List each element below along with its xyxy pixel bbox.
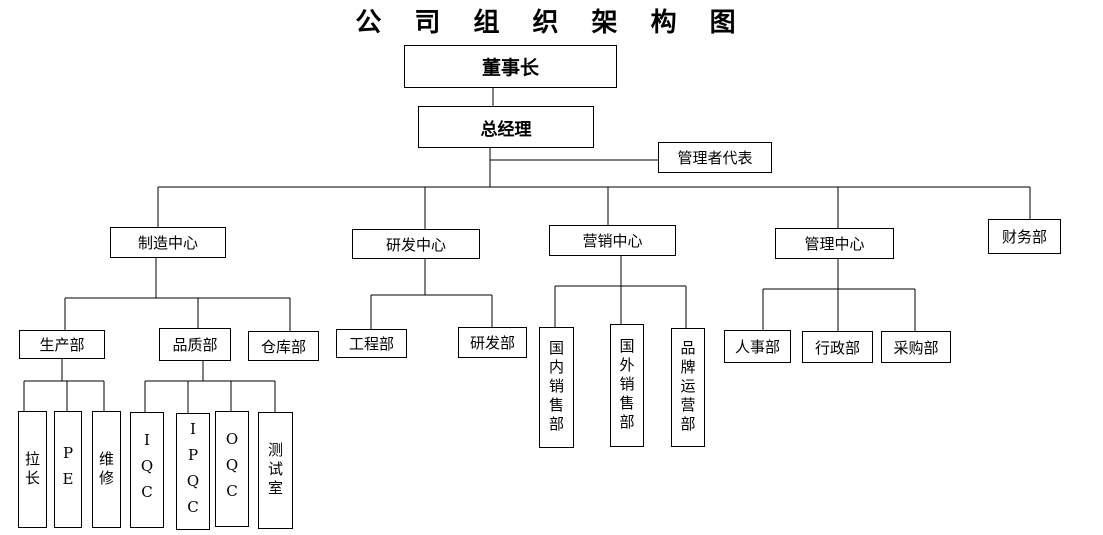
oqc-box: OQC (215, 411, 249, 527)
iqc-label: IQC (138, 431, 156, 509)
brand-operations-dept-box: 品牌运营部 (671, 328, 705, 447)
engineering-dept-box: 工程部 (336, 329, 407, 358)
overseas-sales-dept-box: 国外销售部 (610, 324, 644, 447)
ipqc-box: IPQC (176, 413, 210, 530)
overseas-sales-label: 国外销售部 (617, 338, 636, 433)
brand-operations-label: 品牌运营部 (678, 340, 697, 435)
ipqc-label: IPQC (184, 419, 202, 524)
marketing-center-box: 营销中心 (549, 225, 676, 256)
finance-dept-box: 财务部 (988, 219, 1061, 254)
page-title: 公 司 组 织 架 构 图 (355, 8, 748, 38)
pe-box: PE (54, 411, 82, 528)
domestic-sales-label: 国内销售部 (547, 340, 565, 435)
iqc-box: IQC (130, 412, 164, 528)
general-manager-box: 总经理 (418, 106, 594, 148)
warehouse-dept-box: 仓库部 (248, 331, 319, 361)
rd-center-box: 研发中心 (352, 229, 480, 259)
test-lab-box: 测试室 (258, 412, 293, 529)
pe-label: PE (59, 443, 77, 496)
maintenance-box: 维修 (92, 411, 121, 528)
domestic-sales-dept-box: 国内销售部 (539, 327, 574, 448)
oqc-label: OQC (223, 430, 241, 508)
manufacturing-center-box: 制造中心 (110, 227, 226, 258)
management-representative-box: 管理者代表 (658, 142, 772, 173)
hr-dept-box: 人事部 (724, 330, 791, 363)
admin-dept-box: 行政部 (802, 331, 873, 363)
management-center-box: 管理中心 (775, 228, 894, 259)
chairman-box: 董事长 (404, 45, 617, 88)
maintenance-label: 维修 (97, 450, 115, 489)
purchasing-dept-box: 采购部 (881, 331, 951, 363)
test-lab-label: 测试室 (266, 442, 284, 499)
production-dept-box: 生产部 (19, 330, 105, 359)
line-leader-box: 拉长 (18, 411, 47, 528)
quality-dept-box: 品质部 (159, 328, 231, 361)
line-leader-label: 拉长 (23, 450, 41, 489)
rd-dept-box: 研发部 (458, 327, 527, 358)
